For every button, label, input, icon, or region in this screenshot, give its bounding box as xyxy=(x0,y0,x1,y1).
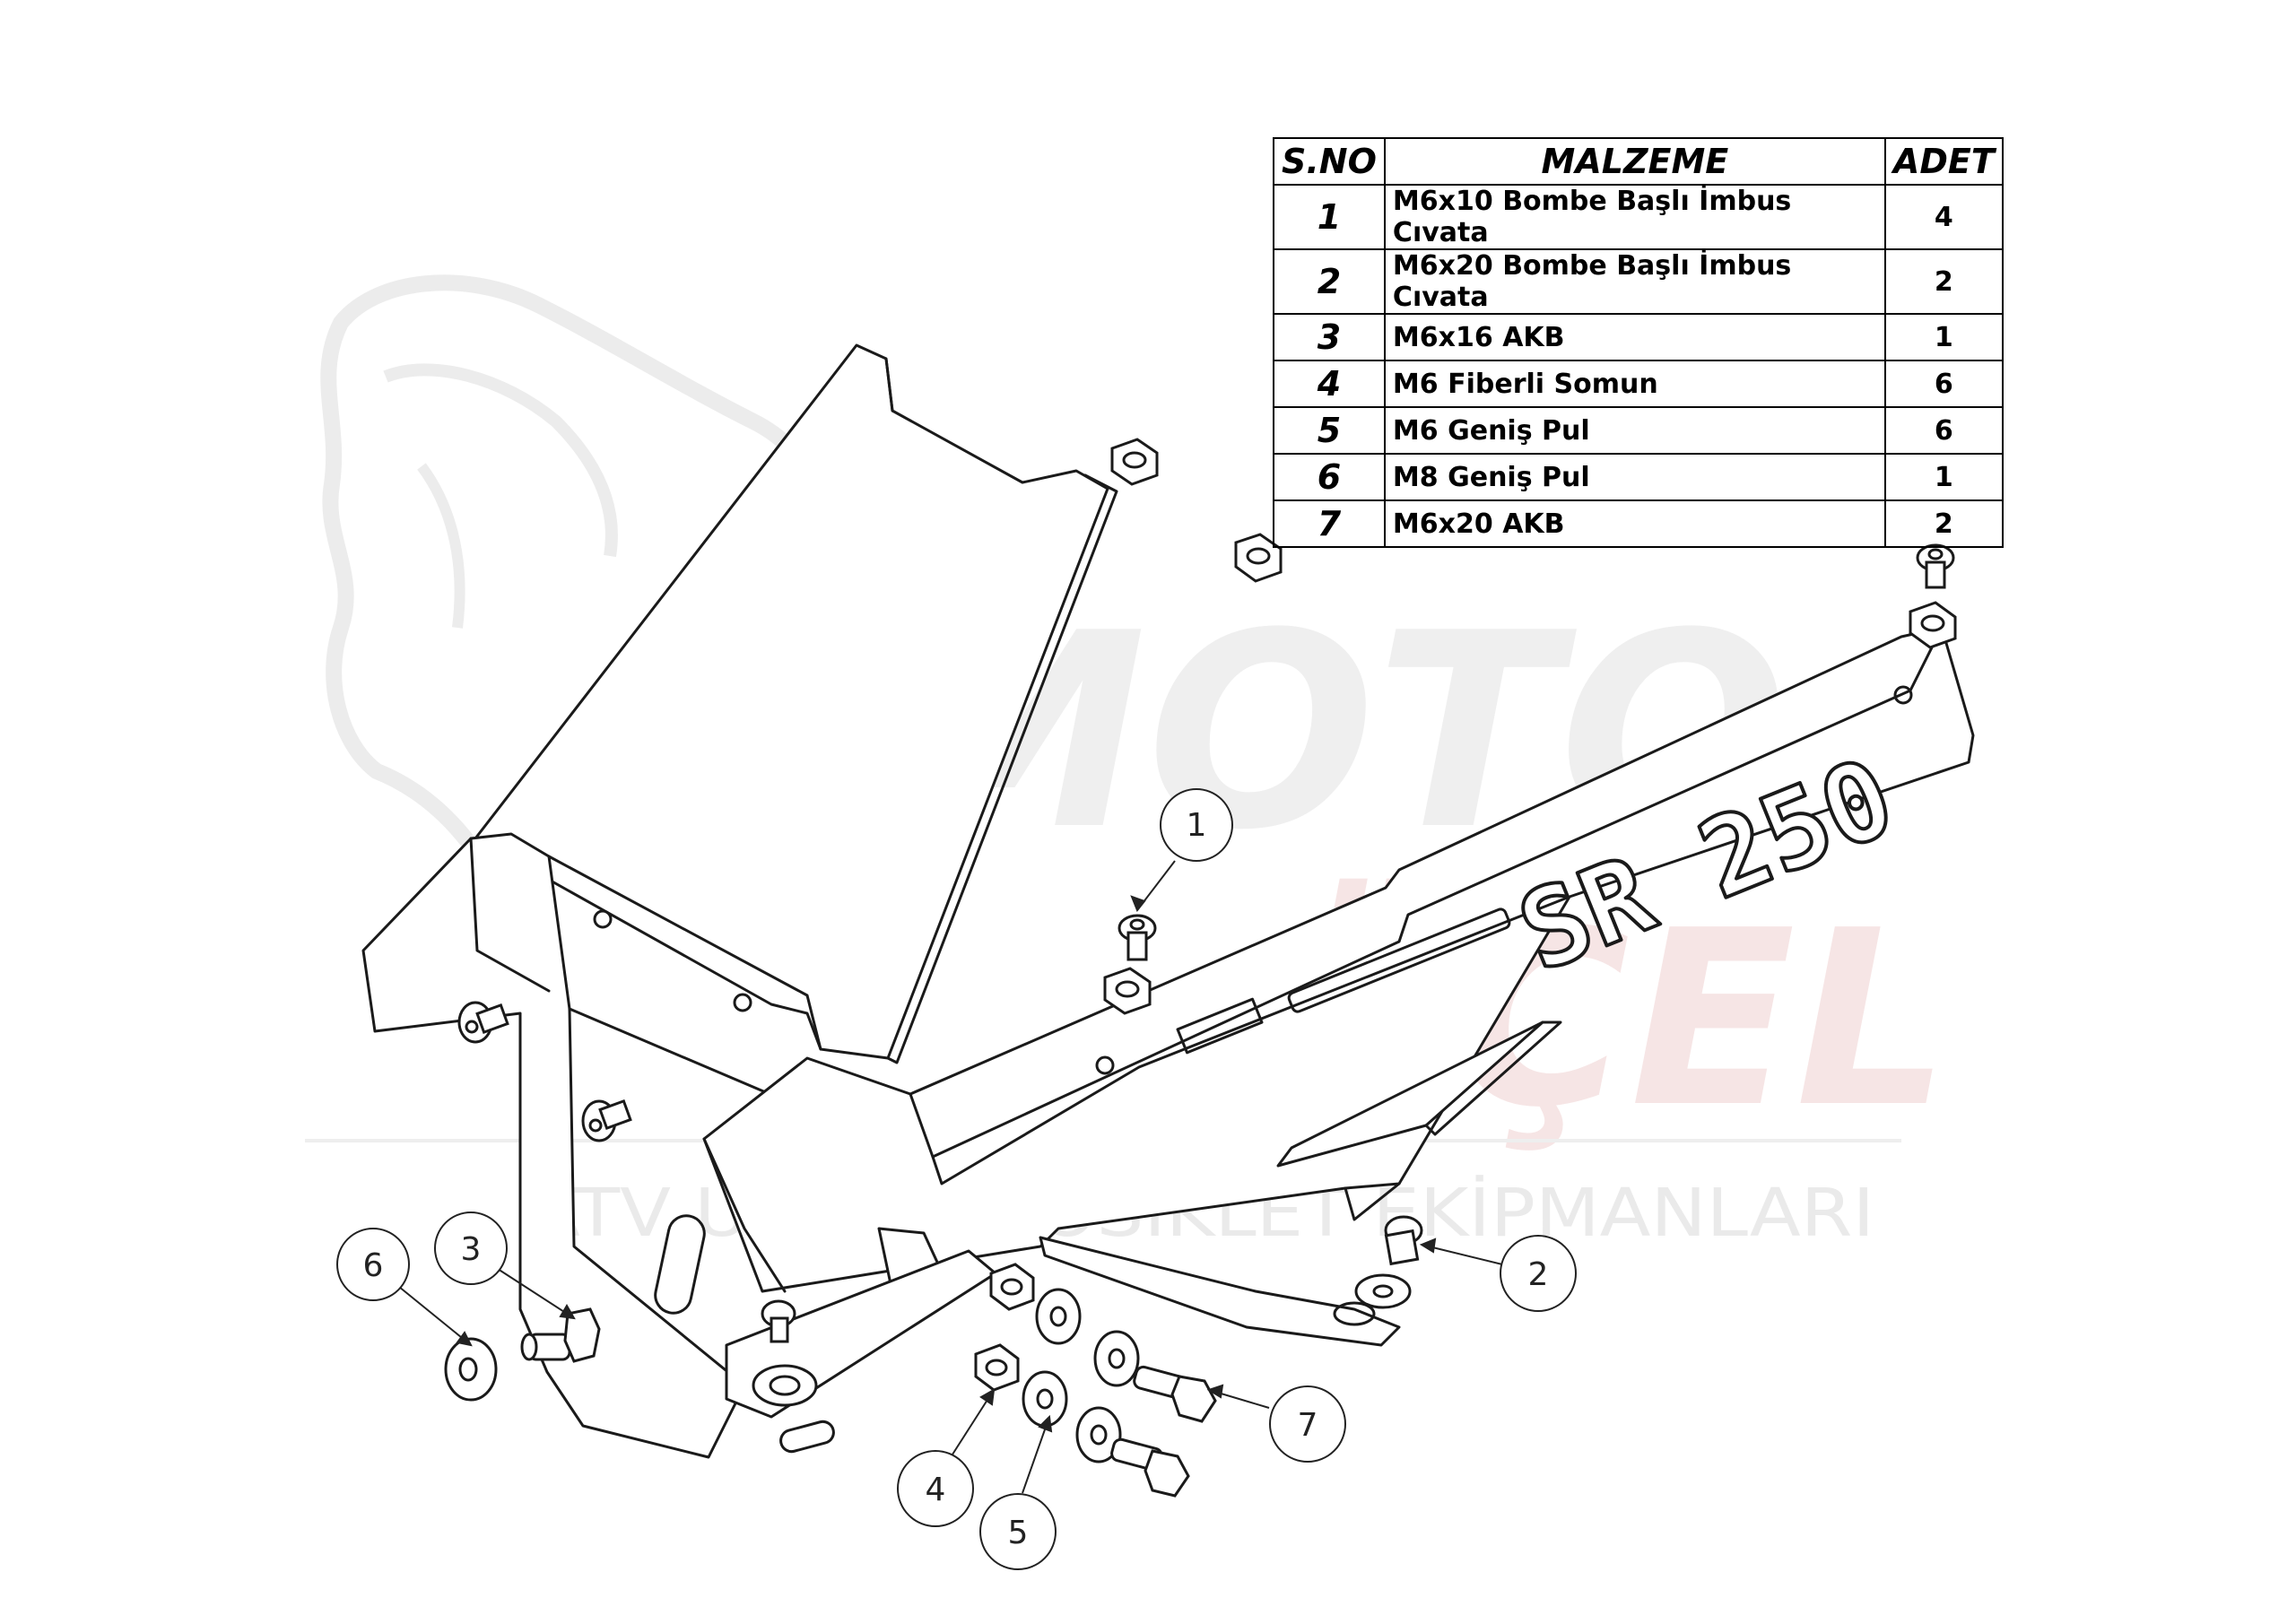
cell-qty: 1 xyxy=(1883,453,2004,501)
table-header-row: S.NO MALZEME ADET xyxy=(1273,137,2004,186)
callout-label: 7 xyxy=(1298,1407,1318,1444)
callout-label: 3 xyxy=(461,1231,482,1268)
hex-nut-icon xyxy=(974,1343,1020,1392)
callout-5: 5 xyxy=(979,1414,1057,1570)
shield-plate xyxy=(474,343,1118,1064)
callout-4: 4 xyxy=(897,1388,996,1527)
cell-sno: 6 xyxy=(1273,453,1386,501)
hardware xyxy=(444,438,1957,1498)
callout-2: 2 xyxy=(1419,1235,1577,1312)
hex-bolt-icon xyxy=(1133,1365,1217,1423)
button-head-bolt-icon xyxy=(1118,914,1157,961)
header-qty: ADET xyxy=(1883,137,2004,186)
hex-bolt-icon xyxy=(1110,1437,1190,1498)
washer-icon xyxy=(444,1337,498,1402)
cell-material: M6x10 Bombe Başlı İmbus Cıvata xyxy=(1383,184,1886,250)
header-material: MALZEME xyxy=(1383,137,1886,186)
washer-icon xyxy=(1075,1406,1122,1463)
table-row: 1 M6x10 Bombe Başlı İmbus Cıvata 4 xyxy=(1273,184,2004,250)
callout-label: 2 xyxy=(1528,1256,1549,1293)
hex-nut-icon xyxy=(1103,967,1152,1015)
table-row: 4 M6 Fiberli Somun 6 xyxy=(1273,360,2004,408)
table-row: 7 M6x20 AKB 2 xyxy=(1273,499,2004,548)
cell-sno: 1 xyxy=(1273,184,1386,250)
cell-sno: 2 xyxy=(1273,248,1386,315)
washer-icon xyxy=(1093,1330,1140,1387)
callout-6: 6 xyxy=(336,1228,473,1347)
callout-7: 7 xyxy=(1206,1384,1346,1463)
table-row: 5 M6 Geniş Pul 6 xyxy=(1273,406,2004,455)
header-sno: S.NO xyxy=(1273,137,1386,186)
cell-sno: 7 xyxy=(1273,499,1386,548)
washer-icon xyxy=(1035,1288,1082,1345)
hex-bolt-icon xyxy=(520,1307,601,1363)
cell-material: M6x16 AKB xyxy=(1383,313,1886,361)
parts: SR 250 xyxy=(361,343,1975,1459)
button-head-bolt-icon xyxy=(581,1099,632,1142)
cell-material: M6x20 Bombe Başlı İmbus Cıvata xyxy=(1383,248,1886,315)
hex-nut-icon xyxy=(1234,533,1283,583)
cell-qty: 6 xyxy=(1883,406,2004,455)
button-head-bolt-icon xyxy=(457,1001,509,1044)
cell-sno: 5 xyxy=(1273,406,1386,455)
cell-qty: 2 xyxy=(1883,248,2004,315)
callout-label: 6 xyxy=(363,1247,384,1284)
callouts: 1 2 3 4 5 xyxy=(336,788,1577,1570)
bill-of-materials-table: S.NO MALZEME ADET 1 M6x10 Bombe Başlı İm… xyxy=(1273,137,2004,548)
button-head-bolt-icon xyxy=(761,1299,796,1343)
cell-qty: 1 xyxy=(1883,313,2004,361)
cell-material: M6 Geniş Pul xyxy=(1383,406,1886,455)
table-row: 3 M6x16 AKB 1 xyxy=(1273,313,2004,361)
cell-qty: 4 xyxy=(1883,184,2004,250)
cell-qty: 2 xyxy=(1883,499,2004,548)
cell-qty: 6 xyxy=(1883,360,2004,408)
hex-nut-icon xyxy=(1909,601,1957,649)
table-row: 6 M8 Geniş Pul 1 xyxy=(1273,453,2004,501)
callout-label: 4 xyxy=(926,1472,946,1508)
hex-nut-icon xyxy=(1110,438,1159,486)
hex-nut-icon xyxy=(989,1263,1035,1311)
cell-sno: 3 xyxy=(1273,313,1386,361)
left-bracket xyxy=(361,832,822,1459)
cell-material: M6x20 AKB xyxy=(1383,499,1886,548)
callout-label: 5 xyxy=(1008,1515,1029,1551)
cell-sno: 4 xyxy=(1273,360,1386,408)
mount-boss xyxy=(725,1249,997,1454)
washer-icon xyxy=(1022,1370,1068,1428)
callout-3: 3 xyxy=(434,1211,576,1320)
callout-1: 1 xyxy=(1130,788,1233,912)
button-head-bolt-icon xyxy=(1354,1215,1423,1309)
table-row: 2 M6x20 Bombe Başlı İmbus Cıvata 2 xyxy=(1273,248,2004,315)
cell-material: M8 Geniş Pul xyxy=(1383,453,1886,501)
button-head-bolt-icon xyxy=(1916,543,1955,589)
cell-material: M6 Fiberli Somun xyxy=(1383,360,1886,408)
callout-label: 1 xyxy=(1187,807,1207,844)
